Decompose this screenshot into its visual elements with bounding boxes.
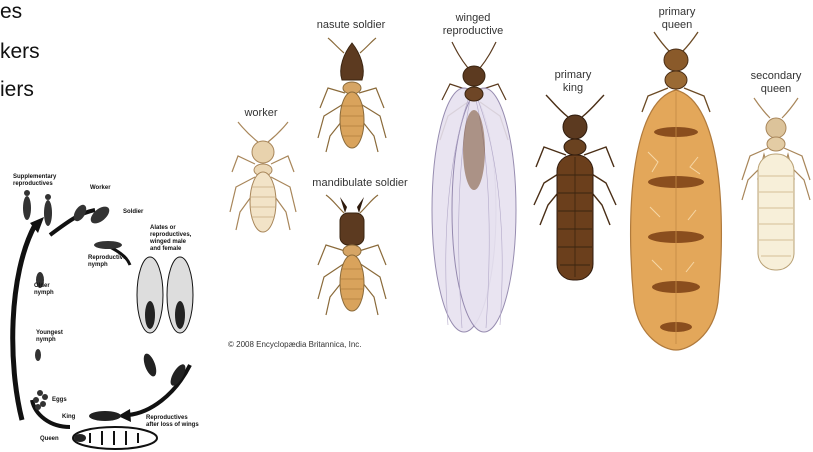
mandibulate-soldier-illustration — [312, 193, 392, 318]
nasute-soldier-illustration — [312, 38, 392, 153]
bullet-text-2: kers — [0, 40, 40, 64]
primary-queen-illustration — [628, 32, 724, 352]
bullet-text-3: iers — [0, 78, 34, 102]
label-worker: Worker — [90, 185, 111, 192]
label-eggs: Eggs — [52, 397, 67, 404]
label-queen: Queen — [40, 436, 59, 443]
label-king: King — [62, 414, 75, 421]
winged-reproductive-illustration — [428, 40, 520, 335]
label-soldier: Soldier — [123, 209, 143, 216]
life-cycle-illustration — [0, 165, 215, 452]
primary-king-illustration — [530, 95, 620, 285]
label-nasute-soldier: nasute soldier — [306, 19, 396, 32]
secondary-queen-illustration — [738, 98, 813, 273]
worker-termite-illustration — [228, 122, 298, 237]
label-mandibulate-soldier: mandibulate soldier — [300, 177, 420, 190]
bullet-text-1: es — [0, 0, 22, 24]
copyright-notice: © 2008 Encyclopædia Britannica, Inc. — [228, 340, 362, 349]
label-worker-caste: worker — [241, 107, 281, 120]
